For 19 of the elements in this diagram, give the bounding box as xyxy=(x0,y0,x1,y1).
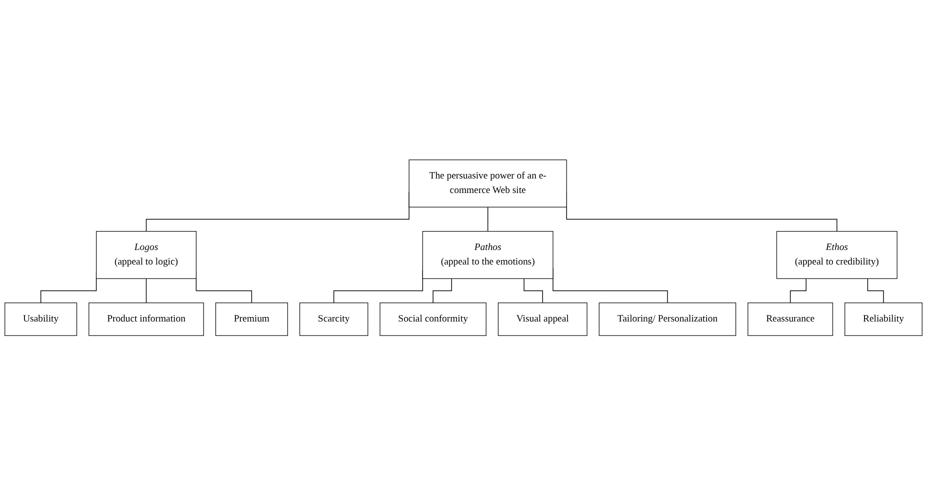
node-box: Scarcity xyxy=(299,302,368,336)
node-box: Logos (appeal to logic) xyxy=(96,231,196,280)
node-box: Reassurance xyxy=(748,302,834,336)
node-box: Tailoring/ Personalization xyxy=(598,302,736,336)
connector xyxy=(524,278,543,304)
node-box: Visual appeal xyxy=(498,302,588,336)
connector xyxy=(432,278,452,304)
node-box: Ethos (appeal to credibility) xyxy=(776,231,898,280)
connector xyxy=(867,278,884,304)
connector xyxy=(487,207,488,232)
node-box: The persuasive power of an e-commerce Web site xyxy=(408,160,567,208)
connector xyxy=(790,278,806,304)
connector xyxy=(146,278,147,304)
node-box: Reliability xyxy=(844,302,922,336)
node-box: Pathos (appeal to the emotions) xyxy=(422,231,554,280)
node-box: Product information xyxy=(88,302,204,336)
node-box: Social conformity xyxy=(380,302,486,336)
node-box: Premium xyxy=(215,302,288,336)
node-box: Usability xyxy=(4,302,78,336)
